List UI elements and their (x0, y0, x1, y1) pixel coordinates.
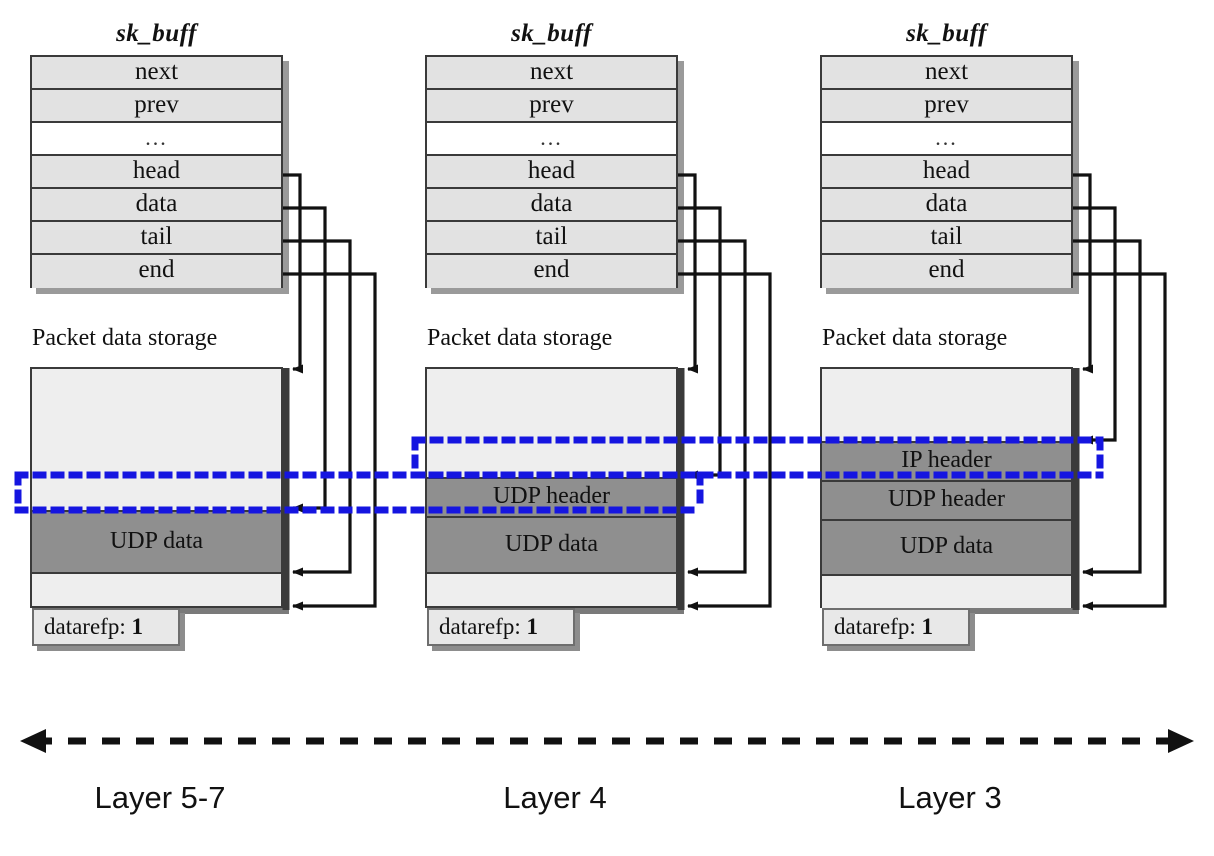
storage-segment-tailroom (427, 572, 676, 606)
skbuff-struct: next prev ... head data tail end (425, 55, 678, 288)
skbuff-field-head: head (427, 156, 676, 189)
storage-segment-udp-header: UDP header (822, 480, 1071, 519)
packet-data-storage-title: Packet data storage (427, 325, 613, 351)
skbuff-field-ellipsis: ... (32, 123, 281, 156)
skbuff-field-head: head (822, 156, 1071, 189)
layer-label-3: Layer 3 (898, 780, 1002, 815)
storage-segment-udp-data: UDP data (32, 510, 281, 572)
skbuff-field-prev: prev (32, 90, 281, 123)
skbuff-field-end: end (822, 255, 1071, 288)
storage-segment-headroom (822, 369, 1071, 441)
skbuff-struct: next prev ... head data tail end (30, 55, 283, 288)
datarefp-box: datarefp: 1 (32, 608, 180, 646)
skbuff-field-end: end (32, 255, 281, 288)
skbuff-field-end: end (427, 255, 676, 288)
skbuff-field-next: next (427, 57, 676, 90)
datarefp-value: 1 (131, 614, 143, 639)
skbuff-title: sk_buff (906, 20, 987, 47)
skbuff-title: sk_buff (116, 20, 197, 47)
storage-segment-udp-data: UDP data (427, 516, 676, 572)
storage-segment-headroom (32, 369, 281, 510)
skbuff-field-data: data (427, 189, 676, 222)
skbuff-field-next: next (822, 57, 1071, 90)
skbuff-field-next: next (32, 57, 281, 90)
layer-label-5-7: Layer 5-7 (94, 780, 226, 815)
datarefp-value: 1 (526, 614, 538, 639)
skbuff-field-data: data (32, 189, 281, 222)
storage-segment-ip-header: IP header (822, 441, 1071, 480)
datarefp-label: datarefp: (44, 614, 126, 639)
datarefp-box: datarefp: 1 (427, 608, 575, 646)
layer-label-4: Layer 4 (503, 780, 607, 815)
packet-data-storage-title: Packet data storage (822, 325, 1008, 351)
datarefp-label: datarefp: (834, 614, 916, 639)
packet-data-storage-title: Packet data storage (32, 325, 218, 351)
skbuff-field-tail: tail (822, 222, 1071, 255)
skbuff-field-head: head (32, 156, 281, 189)
storage-segment-headroom (427, 369, 676, 477)
storage-segment-udp-data: UDP data (822, 519, 1071, 574)
skbuff-field-prev: prev (822, 90, 1071, 123)
skbuff-field-tail: tail (32, 222, 281, 255)
datarefp-box: datarefp: 1 (822, 608, 970, 646)
datarefp-value: 1 (921, 614, 933, 639)
skbuff-field-ellipsis: ... (822, 123, 1071, 156)
datarefp-label: datarefp: (439, 614, 521, 639)
skbuff-field-ellipsis: ... (427, 123, 676, 156)
skbuff-title: sk_buff (511, 20, 592, 47)
storage-segment-tailroom (822, 574, 1071, 608)
packet-data-storage: IP header UDP header UDP data (820, 367, 1073, 608)
skbuff-field-prev: prev (427, 90, 676, 123)
storage-segment-tailroom (32, 572, 281, 606)
skbuff-struct: next prev ... head data tail end (820, 55, 1073, 288)
skbuff-field-data: data (822, 189, 1071, 222)
packet-data-storage: UDP data (30, 367, 283, 608)
skbuff-field-tail: tail (427, 222, 676, 255)
